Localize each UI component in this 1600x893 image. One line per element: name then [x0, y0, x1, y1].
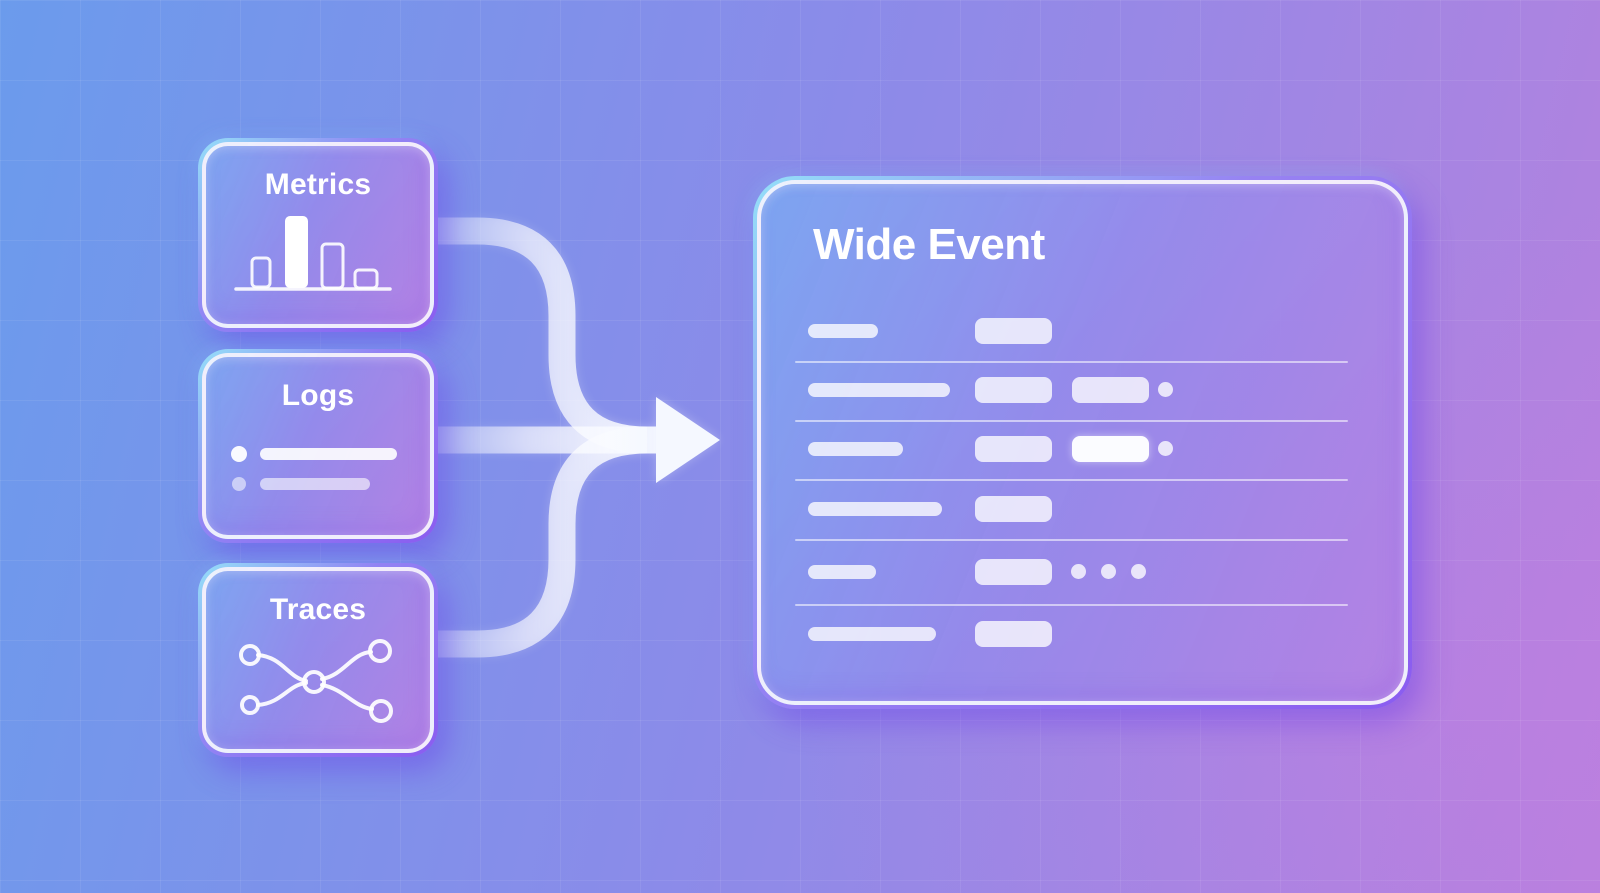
field-value-pill [975, 621, 1052, 647]
row-divider [795, 361, 1348, 363]
event-row [761, 377, 1404, 403]
metrics-box: Metrics [198, 138, 438, 332]
wide-event-title: Wide Event [813, 220, 1045, 269]
value-dot [1131, 564, 1146, 579]
event-row [761, 496, 1404, 522]
metrics-box-label: Metrics [264, 168, 372, 201]
value-dot [1071, 564, 1086, 579]
field-value-pill [975, 496, 1052, 522]
logs-box: Logs [198, 349, 438, 543]
traces-box: Traces [198, 563, 438, 757]
field-value-pill [975, 377, 1052, 403]
field-value-pill [1072, 377, 1149, 403]
value-dot [1158, 382, 1173, 397]
bar-chart-icon [234, 216, 392, 291]
field-label-pill [808, 565, 876, 579]
field-value-pill [1072, 436, 1149, 462]
field-label-pill [808, 442, 903, 456]
wide-event-rows [761, 184, 1404, 701]
field-label-pill [808, 383, 950, 397]
row-divider [795, 420, 1348, 422]
event-row [761, 318, 1404, 344]
field-value-pill [975, 559, 1052, 585]
wide-event-panel: Wide Event [753, 176, 1412, 709]
field-value-pill [975, 436, 1052, 462]
event-row [761, 621, 1404, 647]
value-dot [1101, 564, 1116, 579]
event-row [761, 559, 1404, 585]
log-lines-icon [231, 446, 397, 491]
logs-box-label: Logs [281, 379, 355, 412]
row-divider [795, 479, 1348, 481]
field-value-pill [975, 318, 1052, 344]
event-row [761, 436, 1404, 462]
field-label-pill [808, 502, 942, 516]
value-dot [1158, 441, 1173, 456]
field-label-pill [808, 324, 878, 338]
field-label-pill [808, 627, 936, 641]
row-divider [795, 604, 1348, 606]
trace-graph-icon [239, 639, 393, 723]
traces-box-label: Traces [269, 593, 367, 626]
row-divider [795, 539, 1348, 541]
